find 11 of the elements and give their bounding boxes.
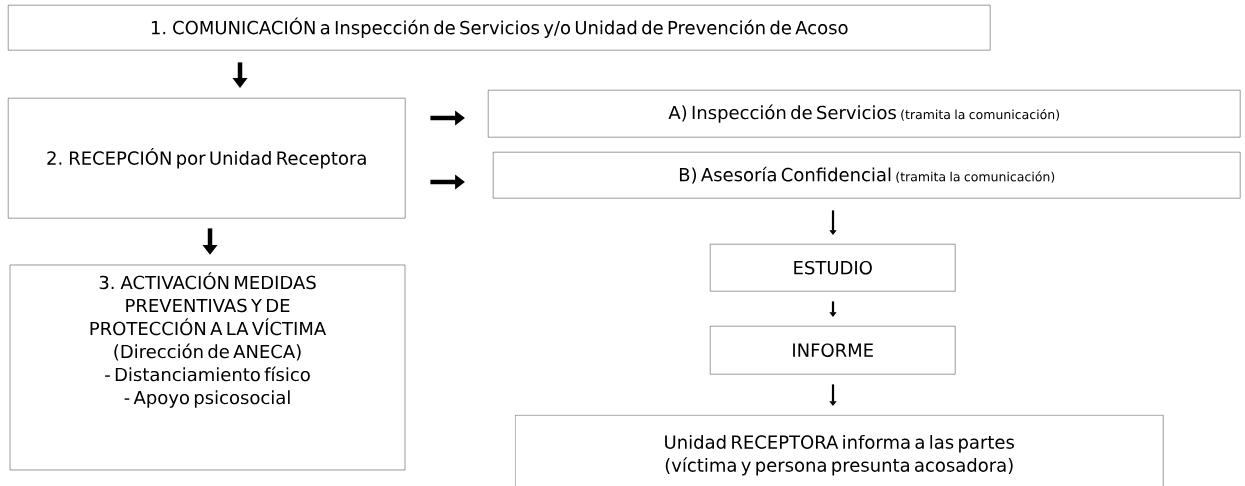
process-box: A) Inspección de Servicios (tramita la comunicación) xyxy=(488,90,1241,138)
process-box: 1. COMUNICACIÓN a Inspección de Servicios y/o Unidad de Prevención de Acoso xyxy=(8,5,991,51)
process-box: INFORME xyxy=(710,326,956,375)
arrow xyxy=(829,301,837,317)
arrow xyxy=(829,210,837,235)
process-box: Unidad RECEPTORA informa a las partes (víctima y persona presunta acosadora) xyxy=(515,415,1164,486)
process-box: 2. RECEPCIÓN por Unidad Receptora xyxy=(8,98,406,219)
process-box: 3. ACTIVACIÓN MEDIDAS PREVENTIVAS Y DE PROTECCIÓN A LA VÍCTIMA (Dirección de ANECA) - Distanciamiento físico - Apoyo psicosocial xyxy=(9,264,406,471)
arrow xyxy=(829,384,837,406)
process-box: B) Asesoría Confidencial (tramita la comunicación) xyxy=(493,152,1241,199)
process-box: ESTUDIO xyxy=(710,244,956,292)
